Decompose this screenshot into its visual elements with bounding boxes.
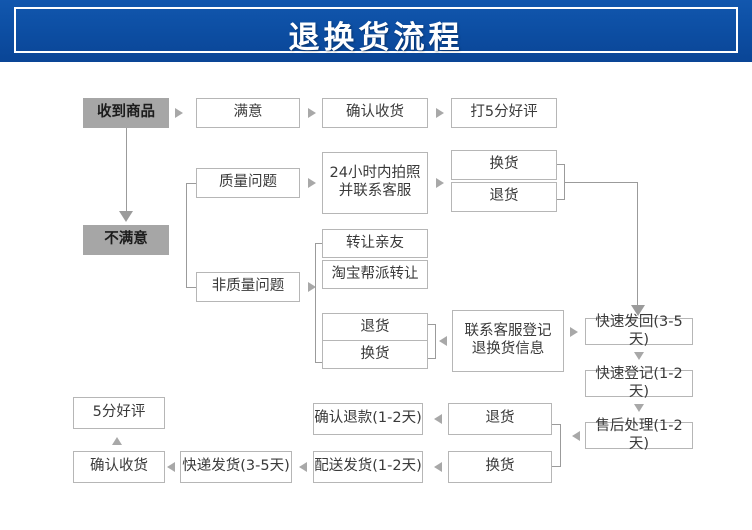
bracket-mid-pair-spine bbox=[435, 324, 436, 358]
node-exchange-mid: 换货 bbox=[322, 340, 428, 369]
node-after-sales: 售后处理(1-2天) bbox=[585, 418, 693, 452]
node-taobao-gang-transfer: 淘宝帮派转让 bbox=[322, 260, 428, 289]
connector-to-fast-send-back-v bbox=[637, 182, 638, 307]
bracket-bottom-pair-stub-top bbox=[552, 424, 561, 425]
node-five-star-rating: 打5分好评 bbox=[451, 98, 557, 128]
bracket-bottom-pair-spine bbox=[560, 424, 561, 466]
node-fast-register: 快速登记(1-2天) bbox=[585, 366, 693, 400]
arrow-right-icon bbox=[308, 178, 316, 188]
page-title: 退换货流程 bbox=[288, 20, 464, 56]
node-photo-contact: 24小时内拍照 并联系客服 bbox=[322, 152, 428, 214]
arrow-left-icon bbox=[439, 336, 447, 346]
bracket-options-stub-bottom bbox=[315, 362, 323, 363]
bracket-issue-spine bbox=[186, 183, 187, 287]
bracket-issue-stub-top bbox=[186, 183, 197, 184]
connector-received-to-notsatisfied bbox=[126, 128, 127, 211]
connector-to-fast-send-back-h bbox=[564, 182, 638, 183]
node-return-mid: 退货 bbox=[322, 313, 428, 342]
node-delivery-ship: 配送发货(1-2天) bbox=[313, 451, 423, 483]
arrow-down-icon bbox=[634, 352, 644, 360]
arrow-right-icon bbox=[570, 327, 578, 337]
node-not-satisfied: 不满意 bbox=[83, 225, 169, 255]
node-fast-send-back: 快速发回(3-5天) bbox=[585, 314, 693, 348]
bracket-issue-stub-bottom bbox=[186, 287, 197, 288]
arrow-down-icon bbox=[631, 305, 645, 316]
arrow-left-icon bbox=[299, 462, 307, 472]
arrow-right-icon bbox=[436, 108, 444, 118]
node-return-bottom: 退货 bbox=[448, 403, 552, 435]
arrow-left-icon bbox=[572, 431, 580, 441]
node-exchange-top: 换货 bbox=[451, 150, 557, 180]
arrow-left-icon bbox=[167, 462, 175, 472]
banner-inner-border bbox=[14, 7, 738, 53]
bracket-exchange-return-spine bbox=[564, 164, 565, 199]
node-non-quality-issue: 非质量问题 bbox=[196, 272, 300, 302]
node-received: 收到商品 bbox=[83, 98, 169, 128]
arrow-right-icon bbox=[308, 108, 316, 118]
node-confirm-refund: 确认退款(1-2天) bbox=[313, 403, 423, 435]
bracket-exchange-return-stub-top bbox=[557, 164, 565, 165]
node-quality-issue: 质量问题 bbox=[196, 168, 300, 198]
arrow-left-icon bbox=[434, 414, 442, 424]
node-exchange-bottom: 换货 bbox=[448, 451, 552, 483]
bracket-mid-pair-stub-top bbox=[428, 324, 436, 325]
arrow-right-icon bbox=[308, 282, 316, 292]
bracket-exchange-return-stub-bottom bbox=[557, 199, 565, 200]
node-contact-service-register: 联系客服登记 退换货信息 bbox=[452, 310, 564, 372]
arrow-down-icon bbox=[634, 404, 644, 412]
bracket-bottom-pair-stub-bottom bbox=[552, 466, 561, 467]
node-satisfied: 满意 bbox=[196, 98, 300, 128]
node-transfer-friends: 转让亲友 bbox=[322, 229, 428, 258]
node-confirm-receipt-bottom: 确认收货 bbox=[73, 451, 165, 483]
arrow-up-icon bbox=[112, 437, 122, 445]
arrow-right-icon bbox=[175, 108, 183, 118]
arrow-right-icon bbox=[436, 178, 444, 188]
arrow-down-icon bbox=[119, 211, 133, 222]
node-express-ship: 快递发货(3-5天) bbox=[180, 451, 292, 483]
node-five-star: 5分好评 bbox=[73, 397, 165, 429]
node-return-top: 退货 bbox=[451, 182, 557, 212]
bracket-options-stub-top bbox=[315, 243, 323, 244]
bracket-options-spine bbox=[315, 243, 316, 362]
node-confirm-receipt-top: 确认收货 bbox=[322, 98, 428, 128]
arrow-left-icon bbox=[434, 462, 442, 472]
bracket-mid-pair-stub-bottom bbox=[428, 358, 436, 359]
header-banner: 退换货流程 bbox=[0, 0, 752, 62]
